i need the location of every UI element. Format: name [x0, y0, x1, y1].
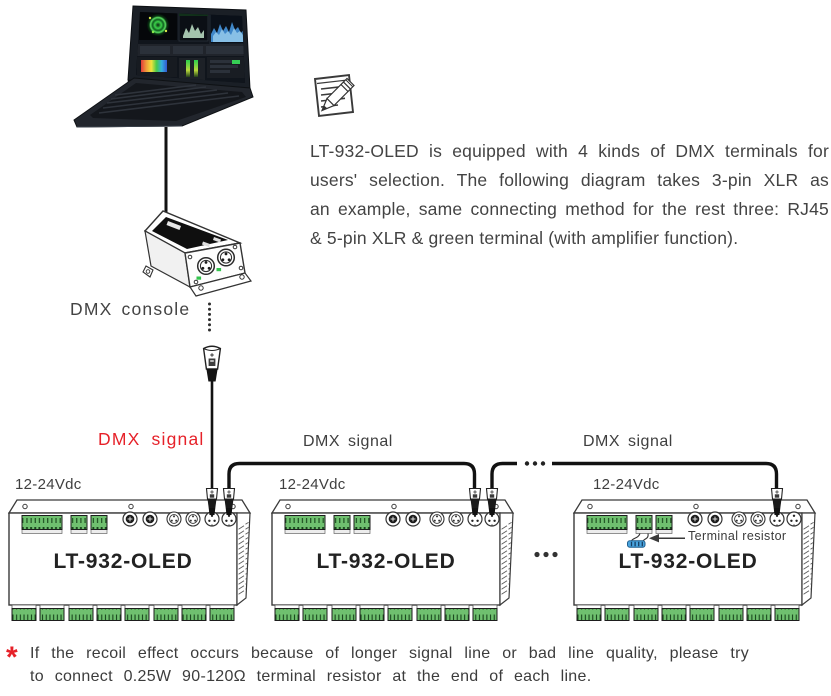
arrow-head	[649, 534, 659, 543]
cable-continuation-dots	[524, 461, 546, 466]
console-xlr-output-1	[196, 256, 216, 276]
power-label-device-3: 12-24Vdc	[593, 476, 660, 493]
dmx-cable-to-device3	[552, 461, 779, 490]
device-model-label-2: LT-932-OLED	[316, 550, 456, 573]
pencil-icon	[320, 77, 355, 112]
console-led-1	[196, 276, 202, 280]
dmx-console-device	[142, 210, 253, 297]
device-model-label-3: LT-932-OLED	[618, 550, 758, 573]
fader-column	[194, 60, 198, 77]
note-icon	[313, 73, 355, 118]
power-label-device-2: 12-24Vdc	[279, 476, 346, 493]
intro-paragraph: LT-932-OLED is equipped with 4 kinds of …	[310, 137, 829, 253]
terminal-resistor-arrow	[649, 534, 685, 543]
color-gradient-panel	[141, 60, 167, 72]
fader-column	[186, 60, 190, 77]
power-label-device-1: 12-24Vdc	[15, 476, 82, 493]
spectrum-visualizer	[183, 24, 204, 38]
terminal-resistor-illustration	[627, 533, 649, 548]
dmx-signal-label-2: DMX signal	[303, 433, 393, 450]
terminal-resistor-label: Terminal resistor	[688, 529, 787, 543]
console-mounting-flange	[189, 272, 253, 297]
intro-line-2: users' selection. The following diagram …	[310, 170, 829, 190]
dotted-connection-line	[208, 302, 211, 332]
device-model-label-1: LT-932-OLED	[53, 550, 193, 573]
footnote-line-2: to connect 0.25W 90-120Ω terminal resist…	[30, 668, 592, 685]
intro-line-1: LT-932-OLED is equipped with 4 kinds of …	[310, 141, 829, 161]
footnote-line-1: If the recoil effect occurs because of l…	[30, 645, 749, 662]
intro-line-3: an example, same connecting method for t…	[310, 199, 829, 219]
xlr-cable-plug-large	[202, 345, 222, 382]
dmx-cable-device1-to-device2	[227, 461, 477, 490]
console-xlr-output-2	[216, 248, 236, 267]
dmx-console-label: DMX console	[70, 299, 191, 319]
console-logo	[166, 221, 181, 230]
laptop-illustration	[73, 5, 254, 128]
device-continuation-dots	[534, 551, 558, 558]
spiral-visualizer	[147, 14, 169, 36]
console-led-2	[216, 268, 222, 272]
dmx-signal-label-3: DMX signal	[583, 433, 673, 450]
dmx-signal-label-1: DMX signal	[98, 429, 205, 449]
footnote-asterisk: *	[6, 641, 18, 674]
dmx-cable-device2-out	[490, 461, 517, 490]
dmx-software-screen	[136, 12, 245, 83]
intro-line-4: & 5-pin XLR & green terminal (with ampli…	[310, 228, 739, 248]
